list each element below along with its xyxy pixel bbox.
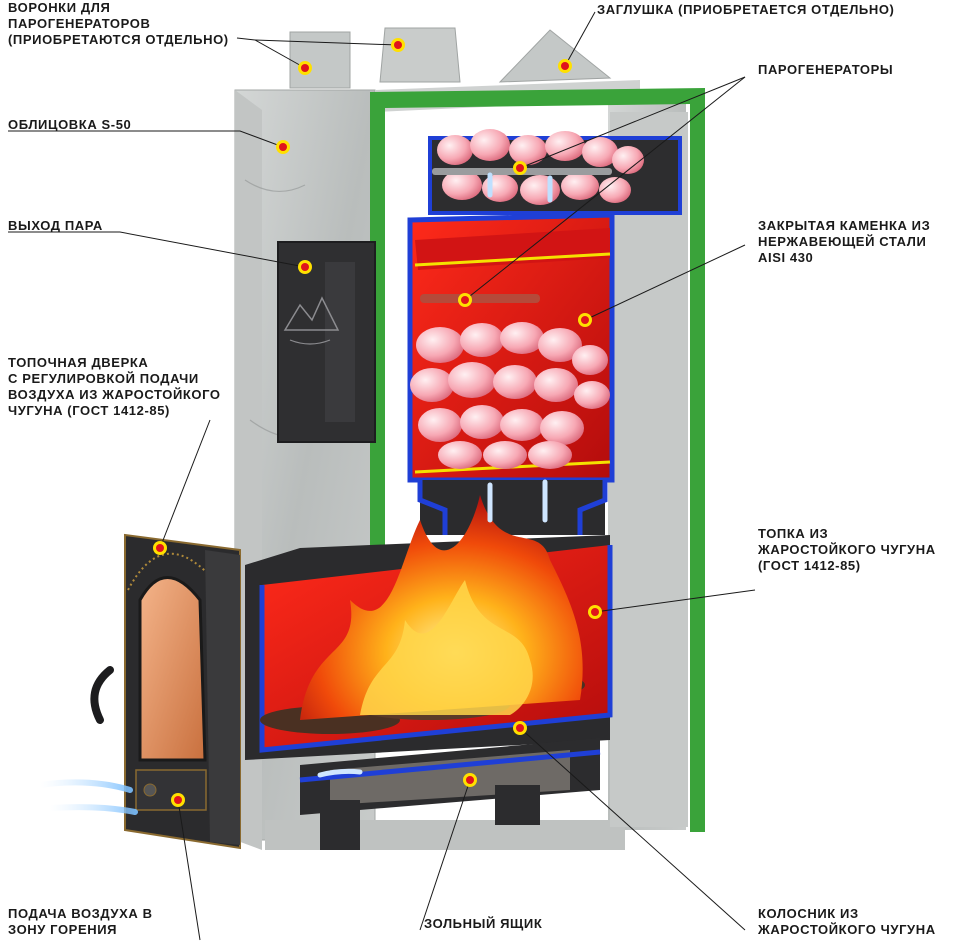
label-grate: КОЛОСНИК ИЗ ЖАРОСТОЙКОГО ЧУГУНА <box>758 906 936 938</box>
marker-funnel-left <box>298 61 312 75</box>
flames <box>300 495 583 720</box>
marker-funnel-center <box>391 38 405 52</box>
label-line: ВЫХОД ПАРА <box>8 218 103 233</box>
label-line: AISI 430 <box>758 250 814 265</box>
steam-generator-compartment <box>428 129 682 215</box>
label-line: ВОРОНКИ ДЛЯ <box>8 0 111 15</box>
label-line: (ПРИОБРЕТАЮТСЯ ОТДЕЛЬНО) <box>8 32 229 47</box>
marker-air-supply <box>171 793 185 807</box>
label-line: ЗОЛЬНЫЙ ЯЩИК <box>424 916 543 931</box>
marker-furnace <box>588 605 602 619</box>
marker-steam-generator-top <box>513 161 527 175</box>
air-flow-arrows <box>37 172 553 815</box>
label-line: (ГОСТ 1412-85) <box>758 558 861 573</box>
label-furnace: ТОПКА ИЗ ЖАРОСТОЙКОГО ЧУГУНА (ГОСТ 1412-… <box>758 526 936 574</box>
label-steam-generators: ПАРОГЕНЕРАТОРЫ <box>758 62 893 78</box>
label-line: ЗАГЛУШКА (ПРИОБРЕТАЕТСЯ ОТДЕЛЬНО) <box>597 2 895 17</box>
label-line: ВОЗДУХА ИЗ ЖАРОСТОЙКОГО <box>8 387 221 402</box>
label-line: ТОПОЧНАЯ ДВЕРКА <box>8 355 149 370</box>
marker-cladding <box>276 140 290 154</box>
label-air-supply: ПОДАЧА ВОЗДУХА В ЗОНУ ГОРЕНИЯ <box>8 906 153 938</box>
label-line: ЖАРОСТОЙКОГО ЧУГУНА <box>758 922 936 937</box>
callout-markers <box>153 38 602 807</box>
label-line: ЖАРОСТОЙКОГО ЧУГУНА <box>758 542 936 557</box>
firebox <box>245 495 613 760</box>
label-line: НЕРЖАВЕЮЩЕЙ СТАЛИ <box>758 234 927 249</box>
marker-ash-box <box>463 773 477 787</box>
label-cladding: ОБЛИЦОВКА S-50 <box>8 117 131 133</box>
label-line: ТОПКА ИЗ <box>758 526 829 541</box>
label-line: ПОДАЧА ВОЗДУХА В <box>8 906 153 921</box>
label-line: С РЕГУЛИРОВКОЙ ПОДАЧИ <box>8 371 199 386</box>
marker-grate <box>513 721 527 735</box>
label-line: ОБЛИЦОВКА S-50 <box>8 117 132 132</box>
steam-outlet-door <box>277 241 376 443</box>
label-line: ЗАКРЫТАЯ КАМЕНКА ИЗ <box>758 218 931 233</box>
marker-steam-generator-middle <box>458 293 472 307</box>
label-line: ПАРОГЕНЕРАТОРОВ <box>8 16 151 31</box>
label-ash-box: ЗОЛЬНЫЙ ЯЩИК <box>424 916 542 932</box>
door-handle <box>90 666 114 724</box>
funnels <box>289 27 612 89</box>
leader-lines <box>8 11 756 941</box>
label-line: ЧУГУНА (ГОСТ 1412-85) <box>8 403 170 418</box>
steam-generator-tube-middle <box>420 294 540 303</box>
label-line: ЗОНУ ГОРЕНИЯ <box>8 922 118 937</box>
label-steam-outlet: ВЫХОД ПАРА <box>8 218 103 234</box>
label-firebox-door: ТОПОЧНАЯ ДВЕРКА С РЕГУЛИРОВКОЙ ПОДАЧИ ВО… <box>8 355 221 419</box>
label-closed-heater: ЗАКРЫТАЯ КАМЕНКА ИЗ НЕРЖАВЕЮЩЕЙ СТАЛИ AI… <box>758 218 930 266</box>
marker-firebox-door <box>153 541 167 555</box>
marker-closed-heater <box>578 313 592 327</box>
label-line: ПАРОГЕНЕРАТОРЫ <box>758 62 894 77</box>
firebox-door <box>90 533 241 850</box>
marker-plug <box>558 59 572 73</box>
label-line: КОЛОСНИК ИЗ <box>758 906 859 921</box>
label-plug: ЗАГЛУШКА (ПРИОБРЕТАЕТСЯ ОТДЕЛЬНО) <box>597 2 895 18</box>
closed-heater <box>407 212 615 483</box>
heater-rocks <box>410 322 610 469</box>
marker-steam-outlet <box>298 260 312 274</box>
ash-box <box>299 738 601 850</box>
label-funnels: ВОРОНКИ ДЛЯ ПАРОГЕНЕРАТОРОВ (ПРИОБРЕТАЮТ… <box>8 0 229 48</box>
